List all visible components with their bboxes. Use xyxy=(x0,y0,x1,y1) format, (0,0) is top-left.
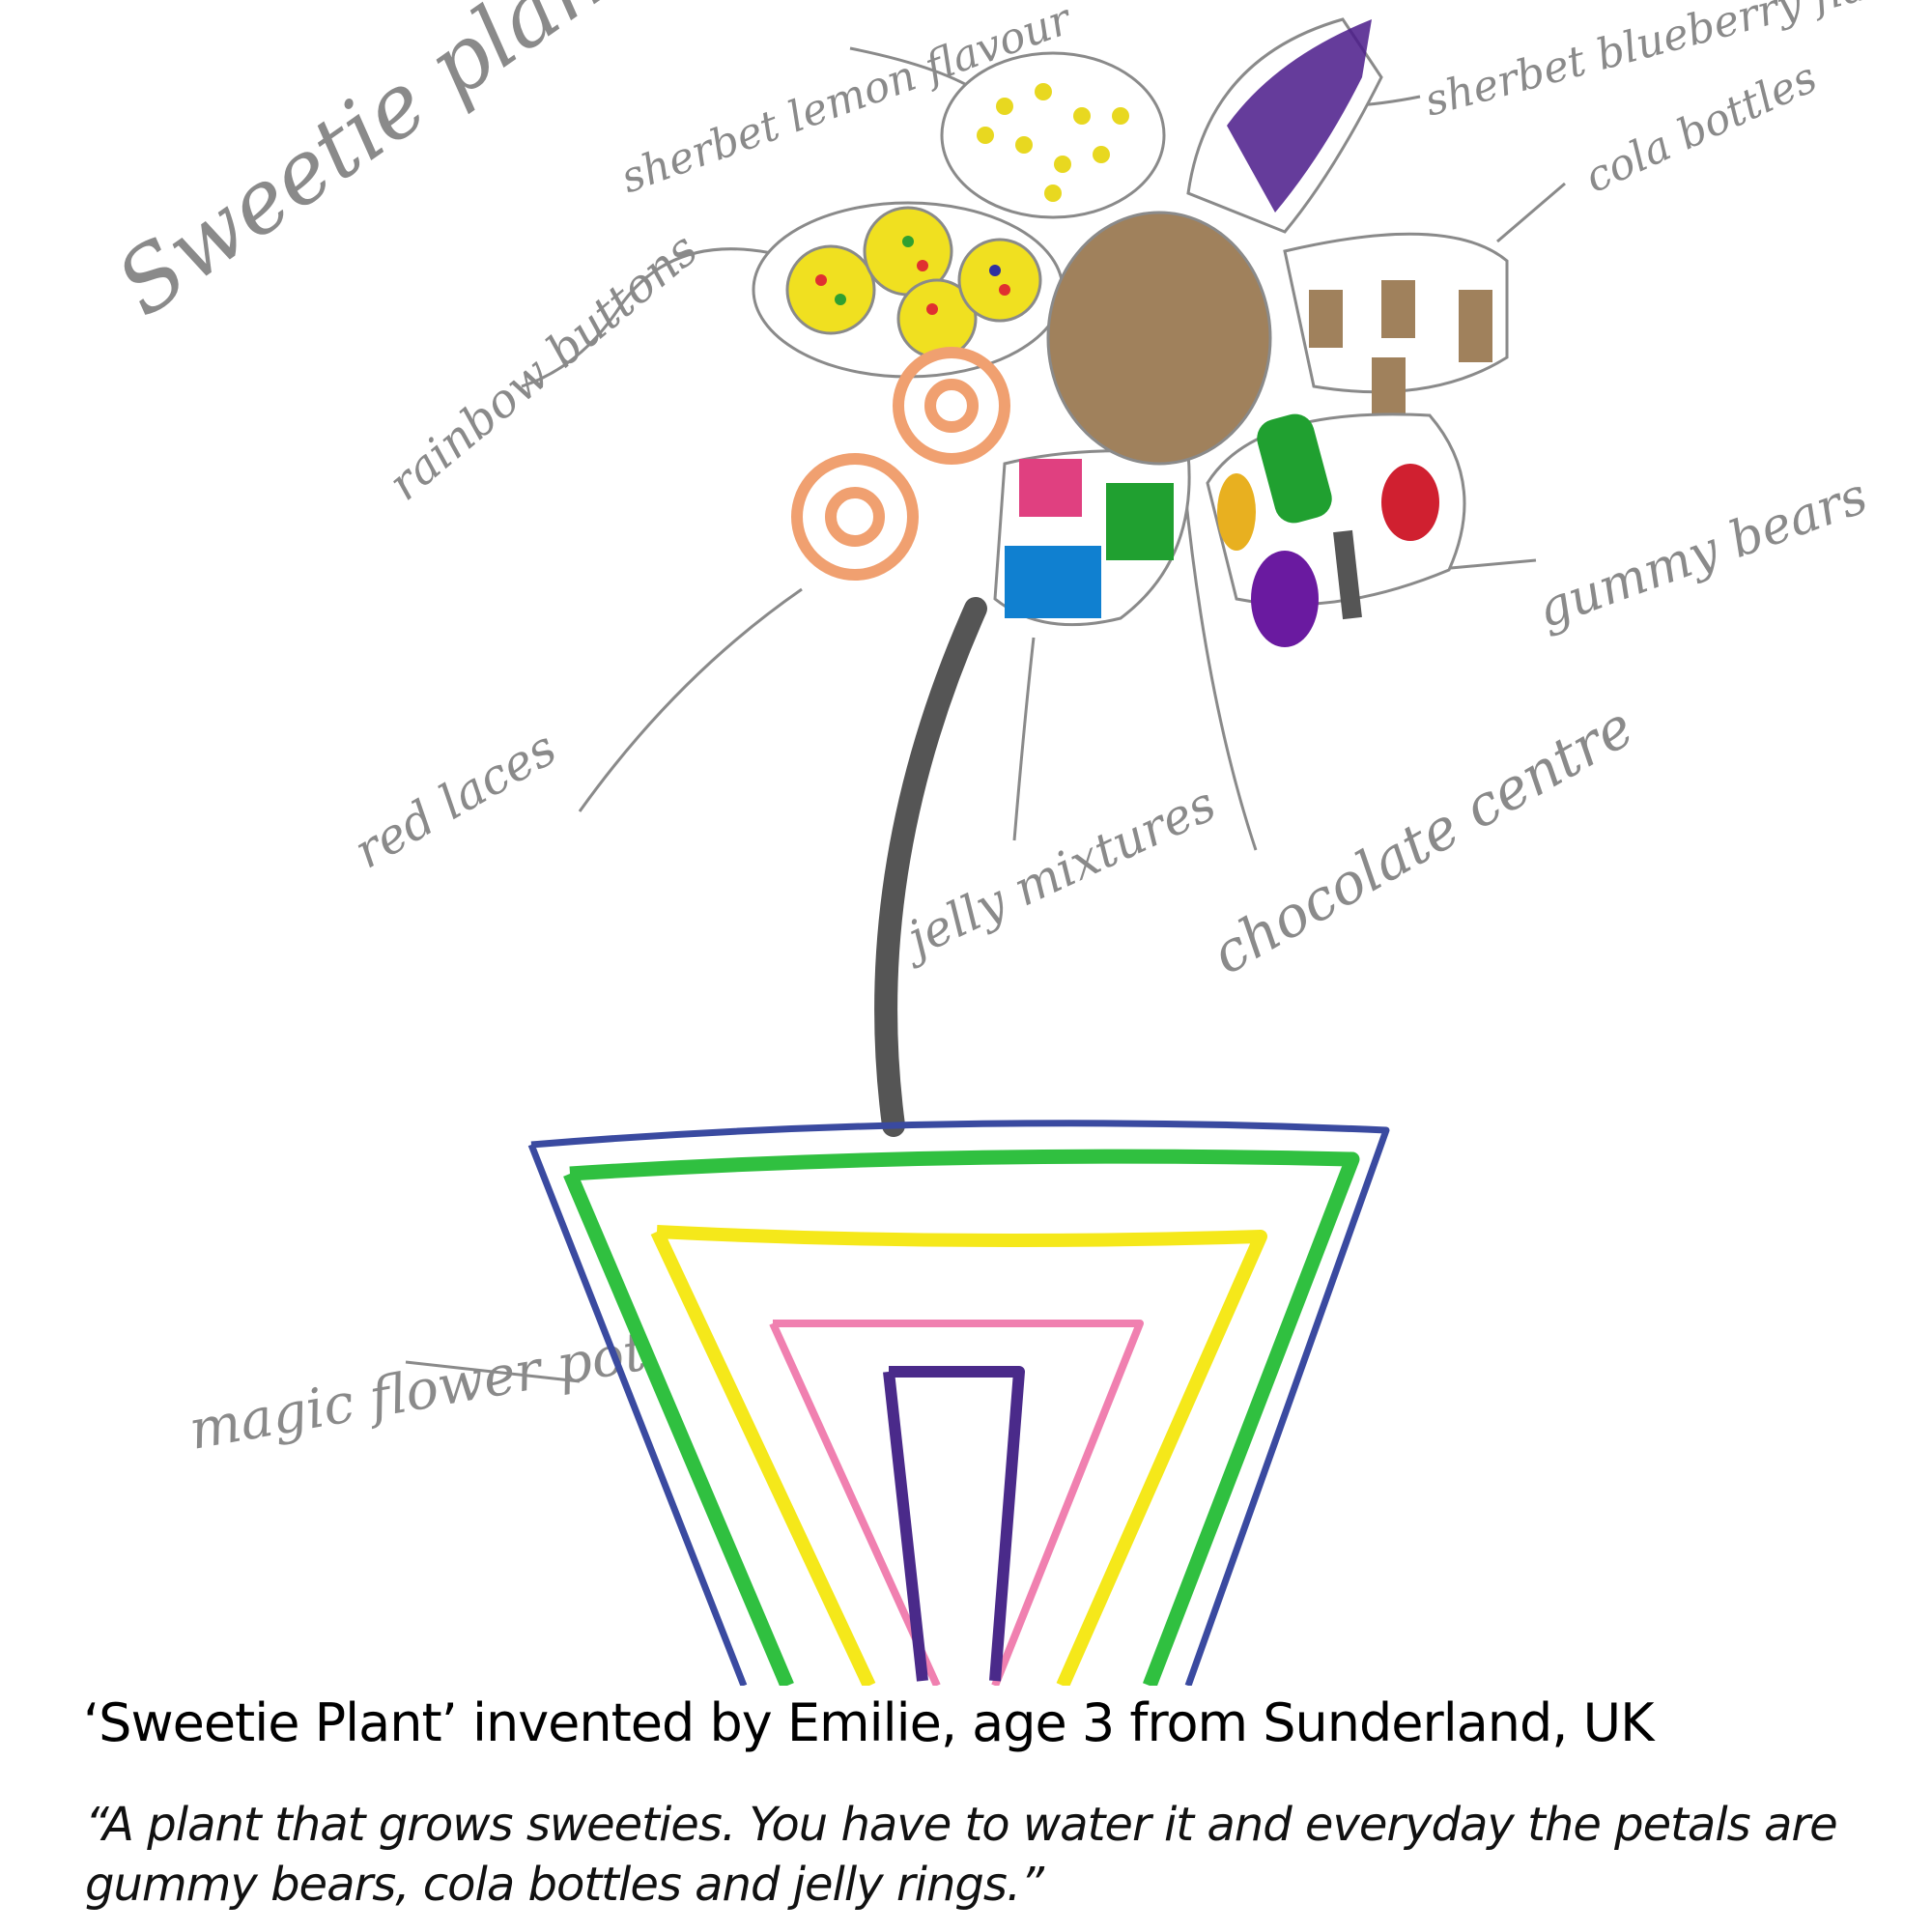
label-pot: magic flower pot xyxy=(185,1321,651,1463)
caption-quote: “A plant that grows sweeties. You have t… xyxy=(85,1798,1838,1912)
stem xyxy=(874,597,987,1137)
lemon-petal xyxy=(940,51,1166,219)
label-rainbow: rainbow buttons xyxy=(379,222,708,511)
label-laces: red laces xyxy=(345,720,566,879)
label-jelly: jelly mixtures xyxy=(890,776,1224,971)
chocolate-centre xyxy=(1046,211,1272,466)
caption-title: ‘Sweetie Plant’ invented by Emilie, age … xyxy=(83,1692,1655,1753)
label-blueberry: sherbet blueberry flavour xyxy=(1420,0,1932,127)
orange-swirl-petal xyxy=(791,347,1010,581)
rainbow-buttons-petal xyxy=(752,201,1065,379)
label-title: Sweetie plant! xyxy=(99,0,681,336)
label-gummy: gummy bears xyxy=(1530,467,1875,639)
magic-flower-pot xyxy=(527,1120,1390,1686)
cola-bottles-petal xyxy=(1283,232,1509,415)
label-chocolate: chocolate centre xyxy=(1201,694,1644,987)
blueberry-petal xyxy=(1186,17,1383,234)
sweetie-plant-drawing: Sweetie plant! sherbet lemon flavour she… xyxy=(99,0,1932,1686)
gummy-bears-petal xyxy=(1206,412,1466,647)
jelly-mixtures-petal xyxy=(993,449,1191,627)
